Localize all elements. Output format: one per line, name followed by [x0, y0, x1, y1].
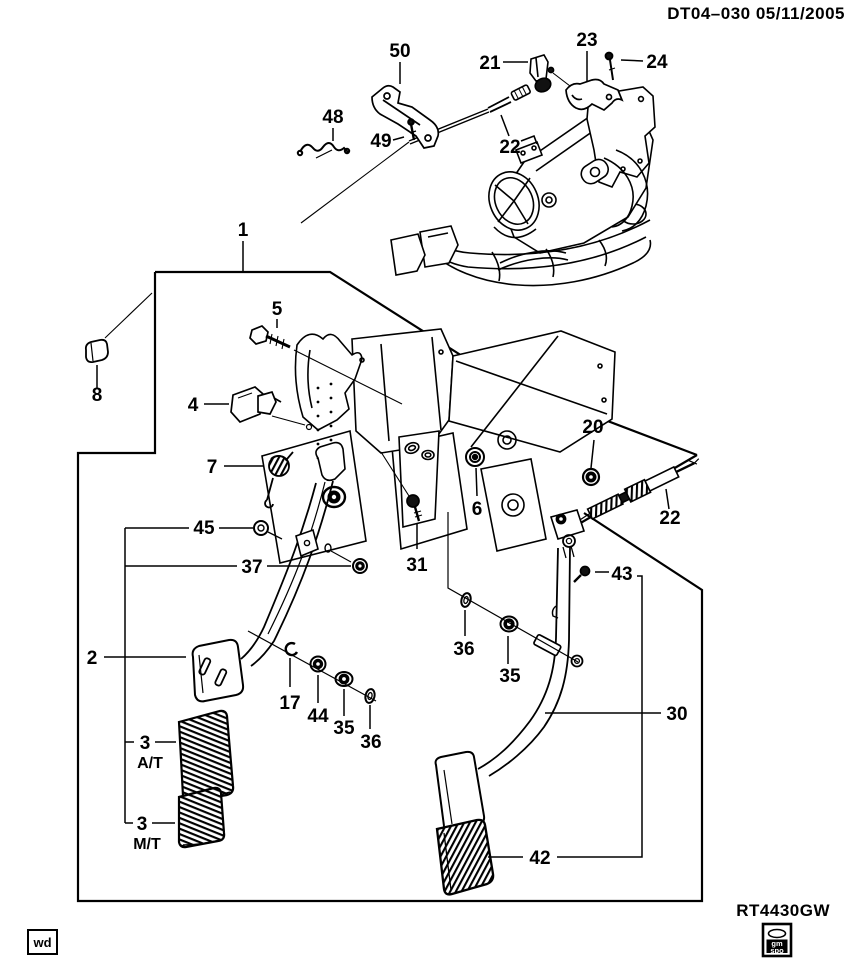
callout-5: 5 [272, 299, 283, 320]
spring-7 [264, 451, 294, 509]
callout-43: 43 [611, 564, 632, 585]
callout-24: 24 [646, 52, 668, 73]
pad-3-at [177, 709, 235, 803]
callout-2: 2 [87, 648, 98, 669]
switch-4 [230, 386, 282, 424]
clutch-pedal-pad [191, 638, 245, 703]
callout-22-top: 22 [499, 137, 520, 158]
ring-36-right [460, 592, 472, 608]
callout-1: 1 [238, 220, 249, 241]
callout-45: 45 [193, 518, 215, 539]
callout-30: 30 [666, 704, 687, 725]
clip-48 [296, 142, 351, 159]
grommet-35-left [334, 671, 354, 687]
throttle-inlet [488, 171, 540, 239]
callout-44: 44 [307, 706, 329, 727]
callout-21: 21 [479, 53, 501, 74]
screw-31 [406, 494, 423, 522]
accelerator-pedal [434, 509, 590, 896]
bolt-5 [249, 325, 291, 350]
sheet-code: RT4430GW [736, 901, 830, 920]
callout-3-mt: 3 [137, 814, 148, 835]
callout-17: 17 [279, 693, 300, 714]
pin-49 [407, 118, 417, 141]
bushing-45 [253, 520, 283, 540]
callout-42: 42 [529, 848, 550, 869]
wd-stamp-label: wd [32, 935, 51, 950]
note-mt: M/T [133, 836, 161, 853]
manifold-runners [390, 219, 652, 287]
accelerator-pad-42 [435, 818, 495, 896]
note-at: A/T [137, 755, 163, 772]
nut-44 [309, 655, 327, 673]
callout-35-left: 35 [333, 718, 355, 739]
intake-manifold [390, 86, 656, 287]
screw-43 [573, 565, 591, 583]
callout-48: 48 [322, 107, 343, 128]
callout-3-at: 3 [140, 733, 151, 754]
throttle-cable-lower-22 [586, 458, 700, 521]
leader-lines [96, 51, 670, 858]
callout-23: 23 [576, 30, 597, 51]
callout-36-left: 36 [360, 732, 381, 753]
callout-49: 49 [370, 131, 391, 152]
nut-20 [581, 467, 601, 487]
clutch-pedal [191, 480, 347, 703]
callout-31: 31 [406, 555, 428, 576]
callout-20: 20 [582, 417, 603, 438]
pedal-bracket [261, 328, 616, 564]
bracket-23 [565, 78, 624, 112]
nut-6 [465, 447, 485, 467]
callout-50: 50 [389, 41, 410, 62]
nut-37 [352, 558, 368, 574]
gmspo-logo-icon: gm spo [761, 922, 793, 958]
callout-7: 7 [207, 457, 218, 478]
gmspo-logo-line2: spo [770, 946, 784, 955]
doc-code-date: DT04–030 05/11/2005 [667, 4, 845, 23]
hole-ring [324, 543, 352, 563]
callout-36-right: 36 [453, 639, 474, 660]
callout-6: 6 [472, 499, 483, 520]
cap-8 [84, 338, 109, 364]
bolt-24 [604, 51, 616, 81]
callout-4: 4 [188, 395, 199, 416]
clip-17 [284, 641, 299, 657]
wd-stamp-icon: wd [27, 929, 58, 955]
callout-8: 8 [92, 385, 103, 406]
callout-labels: 1 50 48 49 21 23 24 22 5 8 4 7 45 37 2 3… [87, 30, 688, 869]
gmspo-logo-line1: gm [771, 939, 783, 948]
callout-35-right: 35 [499, 666, 521, 687]
pad-3-mt [177, 786, 226, 849]
callout-22-side: 22 [659, 508, 680, 529]
callout-37: 37 [241, 557, 262, 578]
